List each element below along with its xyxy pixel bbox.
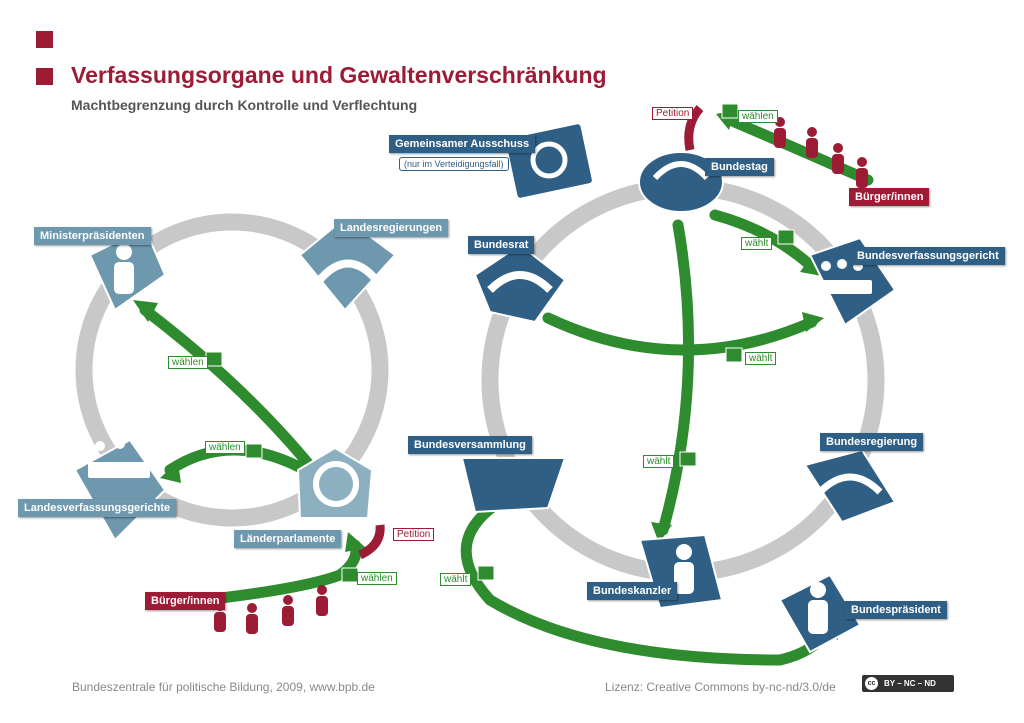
bundesrat-icon [487, 271, 553, 293]
petition-left-arrow [357, 524, 385, 560]
label-bundesversammlung: Bundesversammlung [408, 436, 532, 454]
footer-source: Bundeszentrale für politische Bildung, 2… [72, 680, 375, 694]
ballot-box-icon [341, 567, 359, 583]
ballot-box-icon [679, 451, 697, 467]
arrowhead-parlament [345, 532, 366, 552]
arrow-bundesversammlung-to-praesident [460, 499, 836, 666]
landesverfassungsgerichte-tile [73, 438, 167, 542]
arrow-bundesrat-to-bverfg [542, 312, 818, 356]
page-title: Verfassungsorgane und Gewaltenverschränk… [71, 62, 607, 88]
cc-license-badge[interactable]: cc BY – NC – ND [862, 675, 954, 692]
bundesregierung-icon [817, 473, 883, 495]
bundesregierung-tile [803, 448, 897, 524]
label-bundesverfassungsgericht: Bundesverfassungsgericht [851, 247, 1005, 265]
ballot-box-icon [777, 229, 795, 245]
arrowhead-bverfg-left [802, 312, 824, 332]
bundestag-icon [652, 161, 710, 181]
ballot-box-icon [245, 443, 263, 459]
label-laenderparlamente: Länderparlamente [234, 530, 342, 548]
label-gemeinsamer-ausschuss: Gemeinsamer Ausschuss [389, 135, 536, 153]
label-buerger-right: Bürger/innen [849, 188, 930, 206]
label-bundesregierung: Bundesregierung [820, 433, 924, 451]
label-bundespraesident: Bundespräsident [845, 601, 947, 619]
ballot-box-icon [205, 351, 223, 367]
vote-tag: wählen [357, 572, 397, 585]
vote-tag: wählt [643, 455, 675, 468]
landesregierungen-icon [314, 259, 382, 285]
bundesversammlung-tile [460, 457, 567, 514]
bundesrat-tile [473, 243, 567, 324]
label-bundestag: Bundestag [705, 158, 774, 176]
label-bundesrat: Bundesrat [468, 236, 535, 254]
arrow-bundestag-to-bverfg [709, 209, 816, 271]
label-buerger-left: Bürger/innen [145, 592, 226, 610]
petition-tag-right: Petition [652, 107, 694, 120]
bundeskanzler-icon [674, 544, 694, 594]
ministerpraesidenten-icon [114, 244, 134, 294]
arrowhead-ministerpraesidenten [133, 300, 158, 322]
laenderparlamente-tile [296, 446, 374, 519]
page-subtitle: Machtbegrenzung durch Kontrolle und Verf… [71, 97, 418, 113]
footer-license: Lizenz: Creative Commons by-nc-nd/3.0/de [605, 680, 836, 694]
header-square-top [36, 31, 53, 48]
petition-tag-left: Petition [393, 528, 435, 541]
bundespraesident-icon [808, 582, 828, 634]
gemeinsamer-ausschuss-icon [530, 141, 568, 179]
vote-tag: wählt [741, 237, 773, 250]
vote-tag: wählen [168, 356, 208, 369]
label-ministerpraesidenten: Ministerpräsidenten [34, 227, 151, 245]
label-landesverfassungsgerichte: Landesverfassungsgerichte [18, 499, 177, 517]
bundesverfassungsgericht-icon [816, 259, 872, 294]
petition-right-arrow [684, 105, 704, 151]
arrow-buerger-to-bundestag [724, 114, 874, 186]
label-bundeskanzler: Bundeskanzler [587, 582, 678, 600]
ballot-box-icon [721, 103, 739, 119]
arrowhead-kanzler [651, 522, 672, 543]
buerger-left-figures [214, 585, 328, 634]
vote-tag: wählt [440, 573, 472, 586]
bundestag-tile [638, 151, 724, 213]
arrowhead-bverfg [800, 255, 822, 276]
arrow-bundestag-to-kanzler [657, 219, 695, 536]
arrow-buerger-to-parlament [179, 539, 362, 608]
arrowhead-landesverfassungsgericht [160, 462, 181, 483]
cc-icon: cc [865, 677, 878, 690]
vote-tag: wählen [205, 441, 245, 454]
cc-badge-text: BY – NC – ND [884, 679, 936, 688]
vote-tag: wählt [745, 352, 777, 365]
note-verteidigungsfall: (nur im Verteidigungsfall) [399, 157, 509, 171]
laenderparlamente-icon [313, 461, 359, 507]
landesverfassungsgerichte-icon [88, 439, 150, 478]
buerger-right-figures [774, 117, 868, 188]
ballot-box-icon [725, 347, 743, 363]
ballot-box-icon [477, 565, 495, 581]
laender-ring [75, 213, 389, 527]
header-square [36, 68, 53, 85]
arrow-parlament-to-ministerpraesidenten [139, 304, 326, 484]
label-landesregierungen: Landesregierungen [334, 219, 449, 237]
vote-tag: wählen [738, 110, 778, 123]
